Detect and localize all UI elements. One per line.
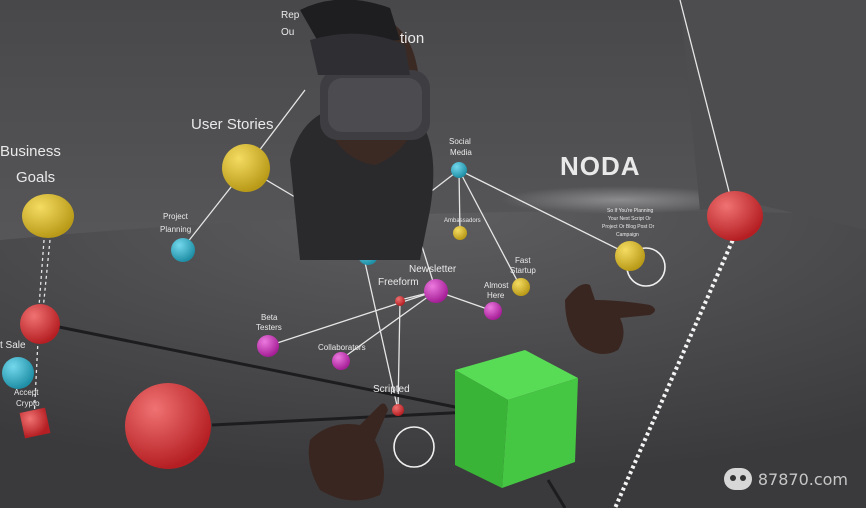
label-user-stories: User Stories bbox=[191, 116, 274, 133]
label-newsletter: Newsletter bbox=[409, 264, 457, 275]
dark-lines bbox=[43, 322, 567, 508]
node-scripted[interactable] bbox=[392, 404, 404, 416]
node-accept-crypto[interactable] bbox=[19, 407, 51, 439]
node-almost-here[interactable] bbox=[484, 302, 502, 320]
watermark: 87870.com bbox=[723, 468, 848, 490]
node-collaborators[interactable] bbox=[332, 352, 350, 370]
connection-lines bbox=[33, 0, 737, 508]
node-sale[interactable] bbox=[20, 304, 60, 344]
node-ambassadors[interactable] bbox=[453, 226, 467, 240]
right-hand-icon[interactable] bbox=[565, 284, 655, 354]
label-ambassadors: Ambassadors bbox=[444, 218, 481, 224]
node-red-sphere-right[interactable] bbox=[707, 191, 763, 241]
left-hand-icon[interactable] bbox=[308, 403, 388, 501]
watermark-text: 87870.com bbox=[757, 469, 848, 489]
node-project-planning[interactable] bbox=[171, 238, 195, 262]
floor bbox=[0, 210, 866, 508]
brand-logo: NODA bbox=[560, 151, 641, 181]
node-freeform[interactable] bbox=[395, 296, 405, 306]
node-sale-child[interactable] bbox=[2, 357, 34, 389]
node-fast-startup[interactable] bbox=[512, 278, 530, 296]
node-planning-note[interactable] bbox=[615, 241, 645, 271]
node-big-red-sphere[interactable] bbox=[125, 383, 211, 469]
label-scripted: Scripted bbox=[373, 384, 410, 395]
stage-light bbox=[500, 186, 740, 214]
node-business-goals[interactable] bbox=[22, 194, 74, 238]
label-freeform: Freeform bbox=[378, 277, 419, 288]
bear-face-icon bbox=[723, 468, 752, 490]
node-social-media[interactable] bbox=[451, 162, 467, 178]
right-pillar bbox=[680, 0, 866, 230]
label-tion: tion bbox=[400, 30, 424, 47]
label-planning-note: So If You're Planning Your Next Script O… bbox=[602, 208, 656, 238]
nodes bbox=[2, 144, 763, 469]
label-sale: t Sale bbox=[0, 340, 26, 351]
selection-ring[interactable] bbox=[393, 426, 435, 468]
node-newsletter[interactable] bbox=[424, 279, 448, 303]
avatar-with-vr-headset bbox=[290, 0, 434, 260]
label-collaborators: Collaborators bbox=[318, 343, 366, 352]
node-user-stories[interactable] bbox=[222, 144, 270, 192]
green-cube[interactable] bbox=[455, 350, 578, 488]
node-beta-testers[interactable] bbox=[257, 335, 279, 357]
